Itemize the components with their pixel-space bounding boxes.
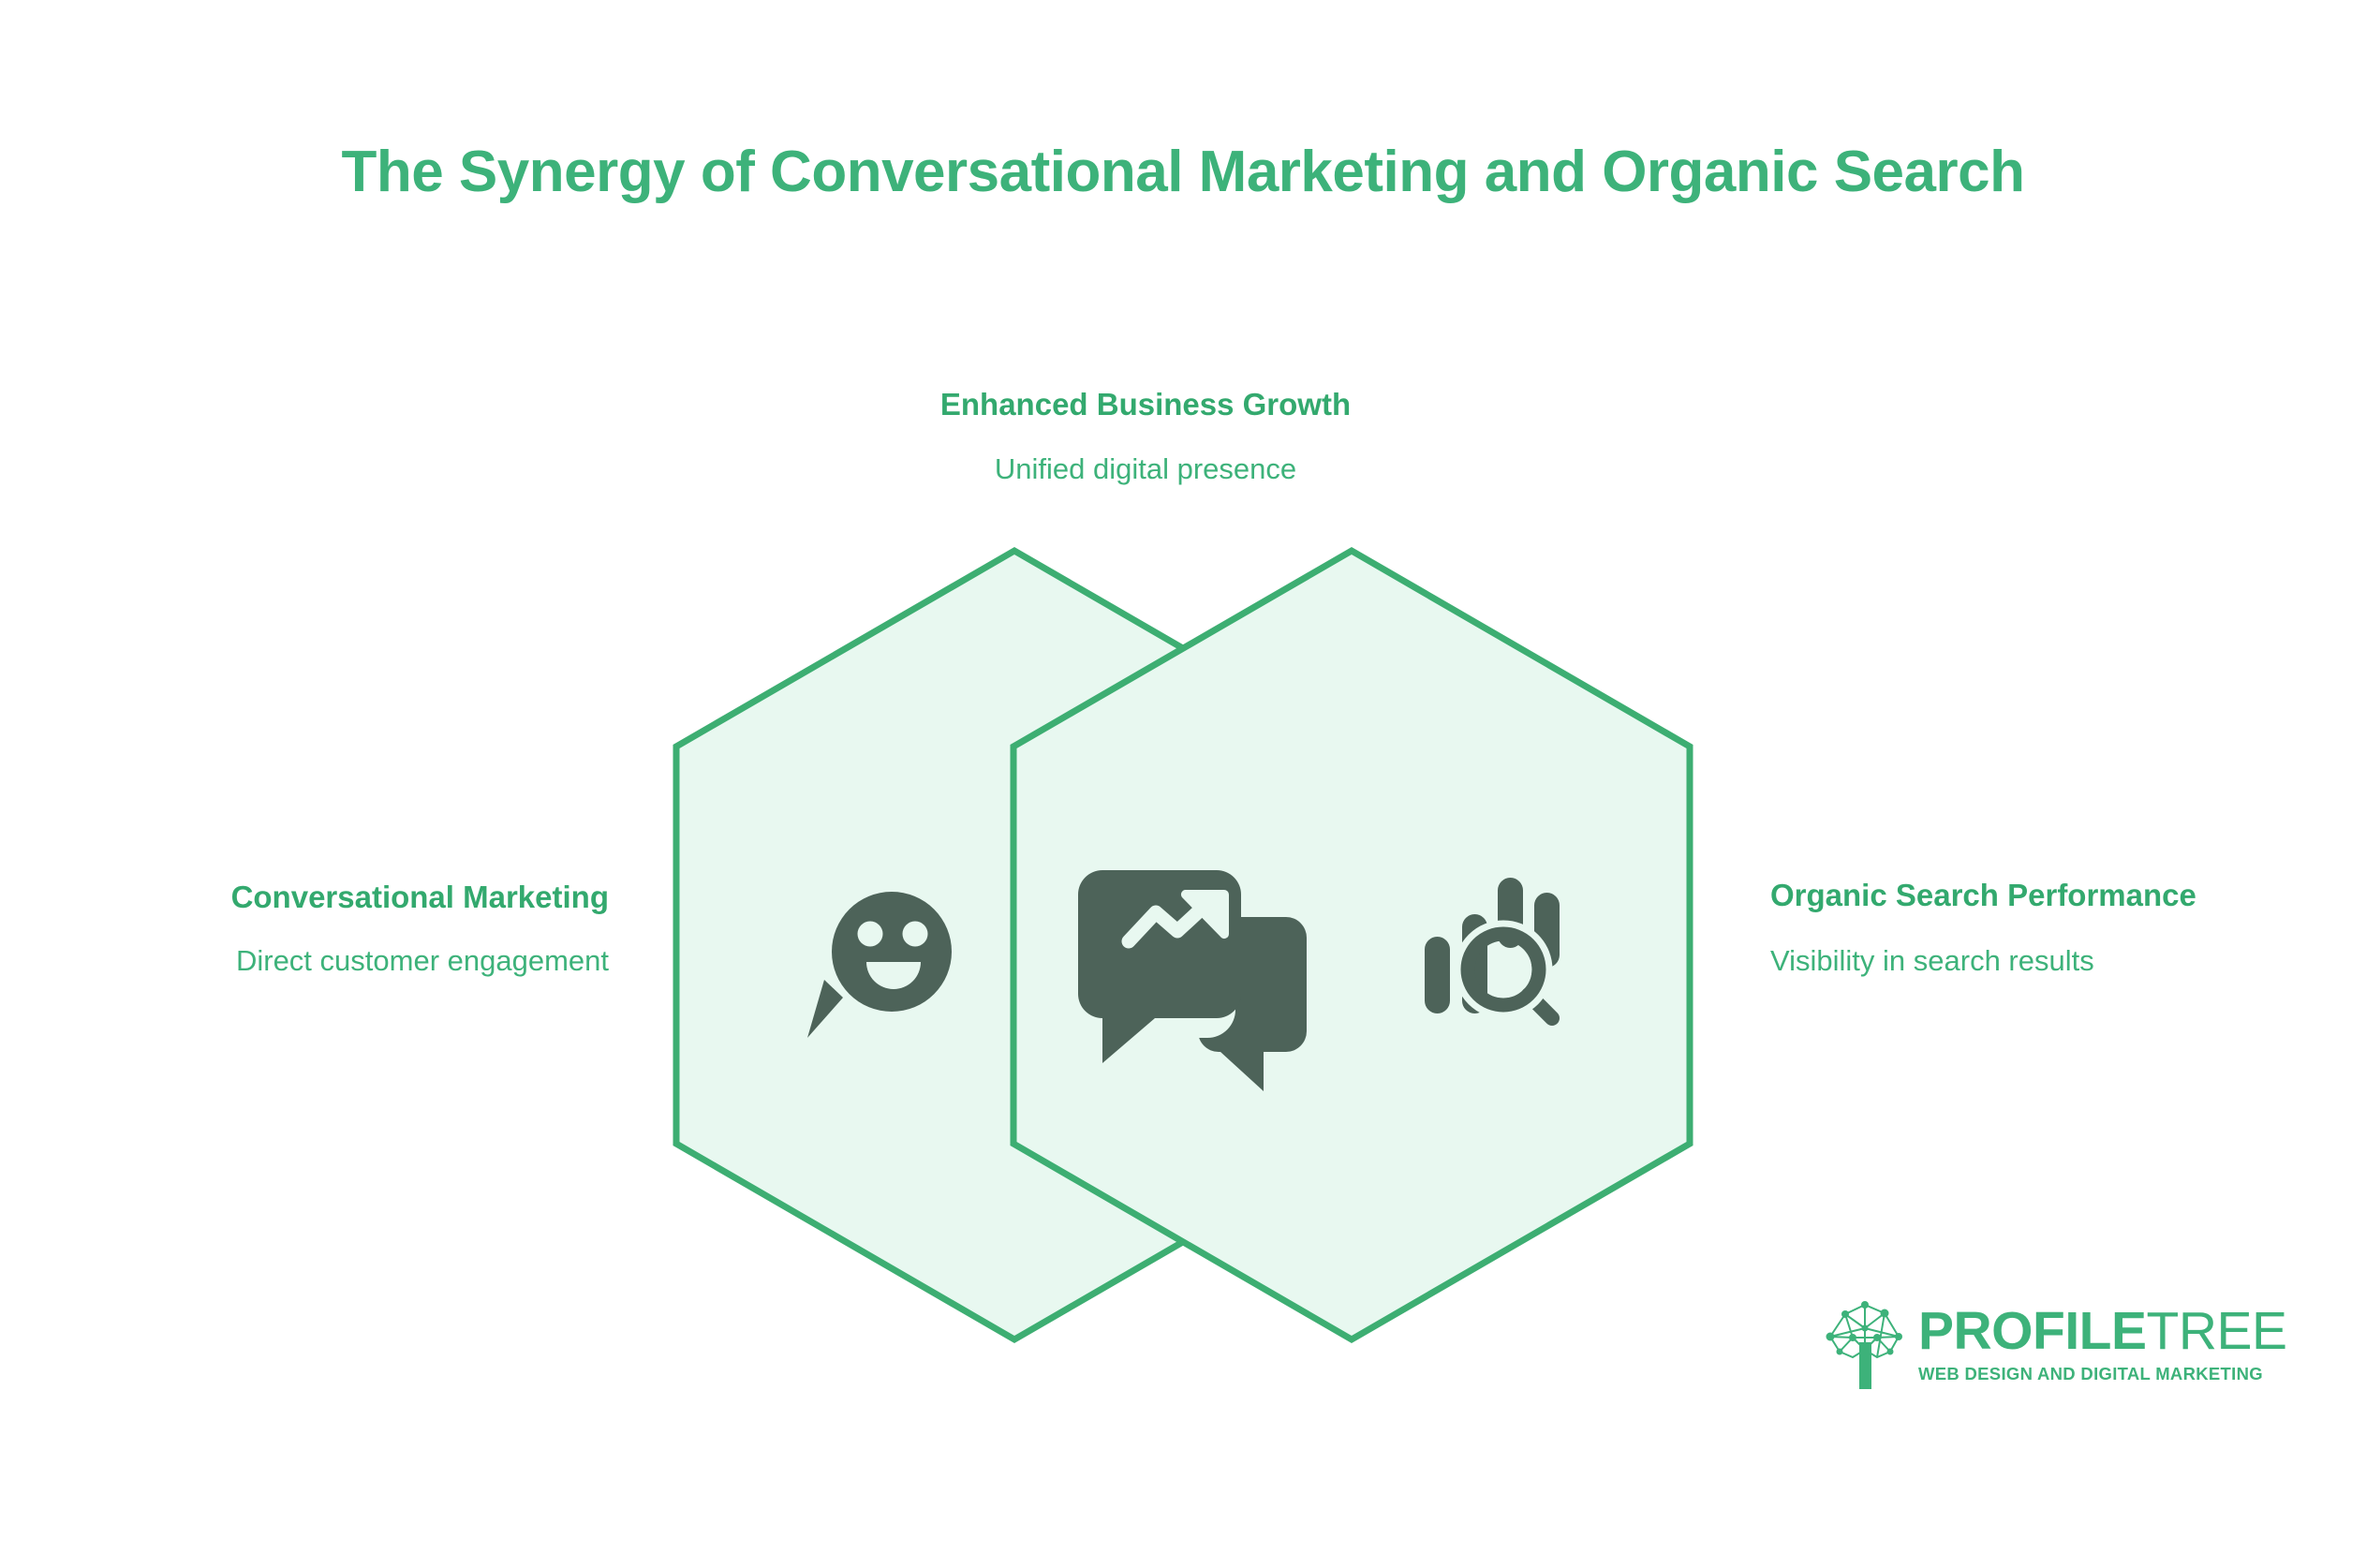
- chat-smiley-icon: [807, 892, 952, 1038]
- label-top-title: Enhanced Business Growth: [939, 387, 1352, 422]
- label-right-title: Organic Search Performance: [1770, 878, 2196, 912]
- bar-chart-search-icon: [1425, 878, 1560, 1026]
- hexagon-organic-search-performance: [1010, 546, 1693, 1344]
- page-title: The Synergy of Conversational Marketing …: [341, 140, 2025, 204]
- logo-tagline: WEB DESIGN AND DIGITAL MARKETING: [1918, 1364, 2263, 1384]
- logo-name-bold: PROFILE: [1918, 1300, 2147, 1361]
- hexagon-conversational-marketing: [673, 546, 1356, 1344]
- label-conversational-marketing: Conversational Marketing Direct customer…: [28, 879, 609, 981]
- label-organic-search-performance: Organic Search Performance Visibility in…: [1770, 877, 2332, 981]
- logo-name-light: TREE: [2146, 1300, 2288, 1361]
- label-enhanced-business-growth: Enhanced Business Growth Unified digital…: [808, 386, 1483, 489]
- chat-growth-chart-icon: [1059, 870, 1307, 1091]
- label-left-title: Conversational Marketing: [230, 880, 609, 914]
- label-right-subtitle: Visibility in search results: [1770, 944, 2094, 978]
- label-top-subtitle: Unified digital presence: [994, 452, 1297, 486]
- profiletree-logo: PROFILETREE WEB DESIGN AND DIGITAL MARKE…: [1825, 1288, 2287, 1400]
- label-left-subtitle: Direct customer engagement: [235, 944, 609, 978]
- network-tree-icon: [1826, 1301, 1902, 1389]
